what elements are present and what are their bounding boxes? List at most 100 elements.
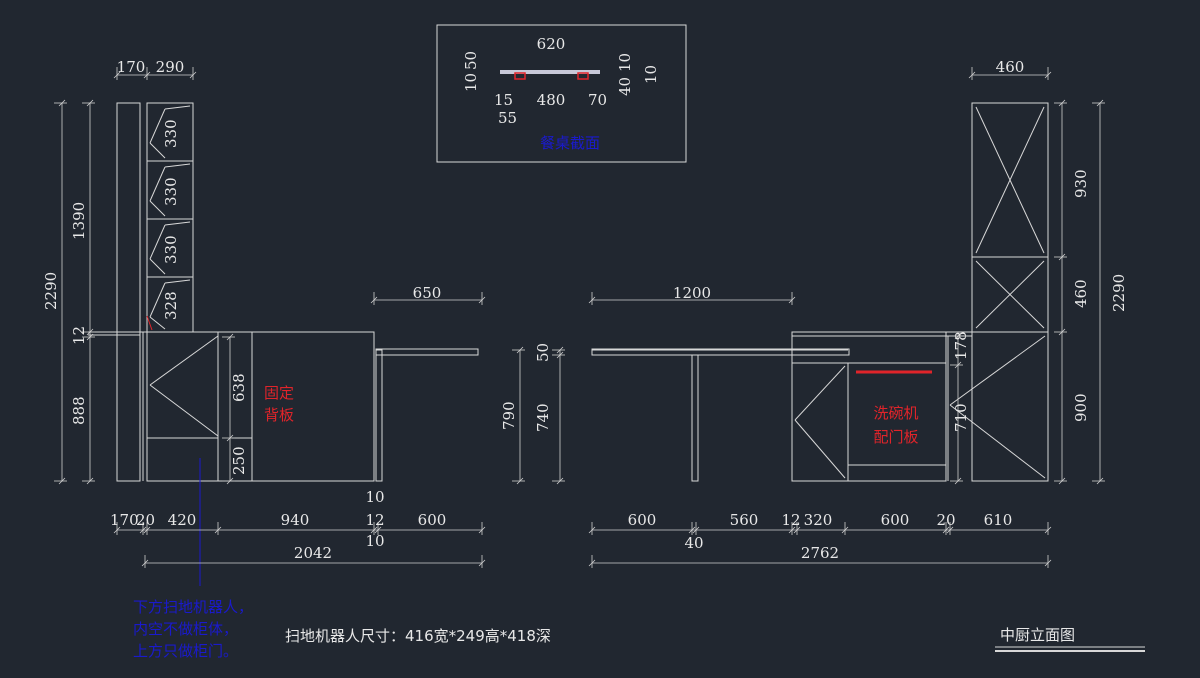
robot-note: 下方扫地机器人，: [133, 598, 253, 616]
door-swing-line: [949, 404, 1046, 479]
door-swing-line: [149, 258, 166, 275]
dimension-tick: [516, 477, 524, 485]
dimension-tick: [1058, 99, 1066, 107]
dimension-tick: [226, 434, 234, 442]
dimension-tick: [58, 99, 66, 107]
dimension-tick: [478, 559, 486, 567]
door-swing-line: [149, 200, 166, 217]
dimension-tick: [1058, 253, 1066, 261]
dim-560: 560: [730, 511, 759, 529]
dimension-tick: [556, 477, 564, 485]
right-lower-cabinet: [791, 331, 947, 482]
robot-note: 上方只做柜门。: [133, 642, 238, 660]
dim-650: 650: [413, 284, 442, 302]
dimension-tick: [793, 526, 801, 534]
dim-290-top: 290: [156, 58, 185, 76]
dimension-tick: [588, 296, 596, 304]
dim-420: 420: [168, 511, 197, 529]
dim-50: 50: [534, 343, 552, 362]
dimension-tick: [954, 361, 962, 369]
red-mark: [146, 315, 153, 331]
door-swing-line: [164, 105, 191, 110]
dimension-tick: [370, 526, 378, 534]
dim-790: 790: [500, 401, 518, 430]
dimension-tick: [556, 351, 564, 359]
table-top-section: [500, 70, 600, 74]
dim-2762: 2762: [801, 544, 839, 562]
dim-940: 940: [281, 511, 310, 529]
fixed-backboard-label: 背板: [264, 406, 294, 424]
door-swing-line: [149, 335, 219, 386]
dimension-tick: [788, 296, 796, 304]
dim-610: 610: [984, 511, 1013, 529]
dimension-tick: [86, 99, 94, 107]
dim-1390: 1390: [70, 202, 88, 240]
robot-note: 内空不做柜体，: [133, 620, 238, 638]
dimension-tick: [113, 71, 121, 79]
drawing-line: [149, 108, 166, 144]
dim-12-left: 12: [70, 326, 88, 345]
dimension-tick: [516, 346, 524, 354]
dim-740: 740: [534, 403, 552, 432]
dimension-tick: [588, 526, 596, 534]
dimension-tick: [370, 296, 378, 304]
dimension-tick: [954, 332, 962, 340]
dim-12: 12: [781, 511, 800, 529]
dishwasher-panel-label: 洗碗机: [873, 404, 918, 422]
dim-178: 178: [952, 331, 970, 360]
dimension-tick: [226, 477, 234, 485]
dim-12: 12: [365, 511, 384, 529]
door-swing-line: [949, 335, 1046, 406]
dim-40: 40: [616, 77, 634, 96]
dimension-tick: [143, 526, 151, 534]
dimension-tick: [954, 477, 962, 485]
dim-480: 480: [537, 91, 566, 109]
dim-170-top: 170: [117, 58, 146, 76]
dimension-tick: [86, 333, 94, 341]
dim-930: 930: [1072, 169, 1090, 198]
blue-panel-horizontal: [375, 348, 479, 356]
dim-2290-left: 2290: [42, 272, 60, 310]
door-swing-line: [164, 279, 191, 284]
dishwasher-panel-label: 配门板: [873, 428, 918, 446]
blue-panel-vertical: [375, 349, 383, 482]
dim-460-top: 460: [996, 58, 1025, 76]
dim-888: 888: [70, 396, 88, 425]
dimension-tick: [478, 296, 486, 304]
dim-460: 460: [1072, 279, 1090, 308]
dimension-tick: [139, 526, 147, 534]
dimension-tick: [1096, 477, 1104, 485]
lower-cabinet: [146, 331, 375, 482]
dimension-tick: [588, 559, 596, 567]
dimension-tick: [143, 71, 151, 79]
door-swing-line: [149, 316, 166, 330]
table-bracket-left: [514, 72, 526, 80]
dimension-tick: [946, 526, 954, 534]
dimension-tick: [374, 526, 382, 534]
shelf-dim: 330: [162, 119, 180, 148]
dimension-tick: [214, 526, 222, 534]
dimension-tick: [1044, 71, 1052, 79]
dimension-tick: [692, 526, 700, 534]
drawing-line: [149, 224, 166, 260]
drawing-line: [149, 282, 166, 318]
dim-900: 900: [1072, 393, 1090, 422]
drawing-line: [149, 166, 166, 202]
door-swing-line: [794, 419, 846, 479]
dimension-tick: [1058, 477, 1066, 485]
door-cross-line: [975, 106, 1045, 254]
blue-table-leg: [691, 354, 699, 482]
fixed-backboard-label: 固定: [264, 384, 294, 402]
dimension-tick: [478, 526, 486, 534]
door-swing-line: [164, 163, 191, 168]
dim-638: 638: [230, 373, 248, 402]
dim-20: 20: [936, 511, 955, 529]
door-swing-line: [149, 384, 219, 437]
dimension-tick: [688, 526, 696, 534]
dim-620: 620: [537, 35, 566, 53]
dim-600: 600: [628, 511, 657, 529]
dim-10: 10: [365, 488, 384, 506]
shelf-dim: 328: [162, 291, 180, 320]
drawing-line: [975, 260, 1045, 329]
